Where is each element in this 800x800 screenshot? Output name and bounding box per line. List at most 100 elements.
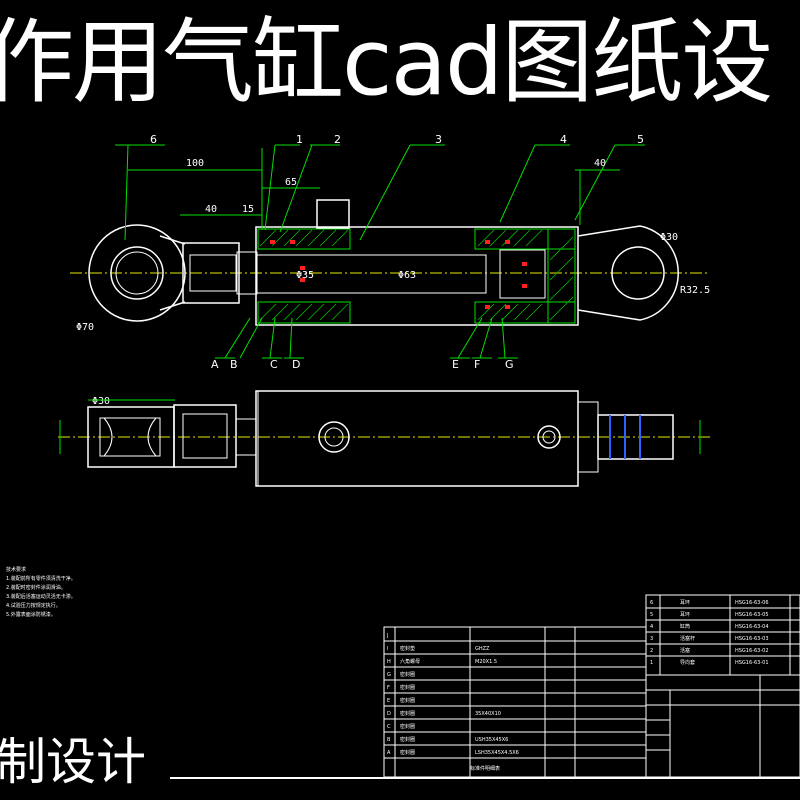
table-row: E 密封圈 xyxy=(387,697,415,704)
svg-text:M20X1.5: M20X1.5 xyxy=(475,659,497,665)
callout-6: 6 xyxy=(150,133,157,146)
table-row: B 密封圈 USH35X45X6 xyxy=(387,736,508,743)
svg-text:HSG16-63-05: HSG16-63-05 xyxy=(735,612,769,618)
parts-rows: 6 耳环 HSG16-63-06 5 耳环 HSG16-63-05 4 缸筒 HSG16-6… xyxy=(650,600,769,666)
svg-text:A: A xyxy=(387,750,391,756)
svg-text:D: D xyxy=(387,711,391,717)
leader-lines xyxy=(115,144,645,359)
table-row: 4 缸筒 HSG16-63-04 xyxy=(650,623,769,630)
dim-65: 65 xyxy=(285,177,297,188)
svg-text:耳环: 耳环 xyxy=(680,612,690,618)
dimension-texts: 100 65 40 15 40 Φ35 Φ63 Φ30 R32.5 Φ70 Φ3… xyxy=(76,158,710,407)
hatch-bottom-left xyxy=(257,301,351,324)
drawing-title: 作用气缸cad图纸设 xyxy=(0,9,773,116)
svg-text:HSG16-63-06: HSG16-63-06 xyxy=(735,600,769,606)
cylinder-body-outline xyxy=(255,390,579,487)
table-row: J xyxy=(386,633,388,639)
port-circle-inner xyxy=(324,427,344,447)
air-port xyxy=(316,199,350,229)
note-item: 3.装配后活塞运动灵活无卡滞。 xyxy=(6,594,76,600)
svg-text:3: 3 xyxy=(650,636,653,642)
rear-port-circle xyxy=(537,425,561,449)
bottom-rule xyxy=(170,777,800,779)
seal-marks xyxy=(270,240,527,309)
dim-100: 100 xyxy=(186,158,204,169)
svg-text:密封圈: 密封圈 xyxy=(400,736,415,743)
svg-text:J: J xyxy=(386,633,388,639)
svg-text:F: F xyxy=(387,685,390,691)
table-row: I 密封垫 GHZZ xyxy=(387,645,490,652)
callout-2: 2 xyxy=(334,133,341,146)
svg-text:HSG16-63-03: HSG16-63-03 xyxy=(735,636,769,642)
section-label-e: E xyxy=(452,358,459,371)
table-row: H 六角螺母 M20X1.5 xyxy=(387,658,497,665)
bom-footer: 标准件明细表 xyxy=(470,765,500,772)
svg-text:2: 2 xyxy=(650,648,653,654)
svg-text:活塞杆: 活塞杆 xyxy=(680,635,695,642)
notes-title: 技术要求 xyxy=(6,567,27,573)
svg-text:LSH35X45X4.5X6: LSH35X45X4.5X6 xyxy=(475,750,519,756)
svg-text:B: B xyxy=(387,737,391,743)
svg-text:密封圈: 密封圈 xyxy=(400,697,415,704)
section-label-d: D xyxy=(292,358,300,371)
svg-text:缸筒: 缸筒 xyxy=(680,623,690,630)
left-eye-inner xyxy=(110,246,164,300)
svg-text:1: 1 xyxy=(650,660,653,666)
svg-text:密封垫: 密封垫 xyxy=(400,645,415,652)
svg-text:密封圈: 密封圈 xyxy=(400,684,415,691)
right-eye xyxy=(577,225,679,321)
lower-outside-view xyxy=(58,390,712,487)
left-eye-bore xyxy=(115,251,159,295)
svg-text:E: E xyxy=(387,698,390,704)
svg-text:6: 6 xyxy=(650,600,653,606)
table-row: F 密封圈 xyxy=(387,684,415,691)
section-label-a: A xyxy=(211,358,219,371)
svg-text:HSG16-63-04: HSG16-63-04 xyxy=(735,624,769,630)
lower-left-clevis xyxy=(87,406,175,468)
dim-15: 15 xyxy=(242,204,254,215)
dim-40-right: 40 xyxy=(594,158,606,169)
title-banner: 作用气缸cad图纸设 xyxy=(0,0,800,120)
svg-text:GHZZ: GHZZ xyxy=(475,646,490,652)
svg-text:4: 4 xyxy=(650,624,653,630)
svg-text:USH35X45X6: USH35X45X6 xyxy=(475,737,508,743)
table-row: 3 活塞杆 HSG16-63-03 xyxy=(650,635,769,642)
svg-text:六角螺母: 六角螺母 xyxy=(400,658,420,665)
dim-phi70: Φ70 xyxy=(76,322,94,333)
hatch-end-cap xyxy=(547,228,576,324)
right-eye-hole xyxy=(611,246,665,300)
svg-text:5: 5 xyxy=(650,612,653,618)
callout-3: 3 xyxy=(435,133,442,146)
dim-40-left: 40 xyxy=(205,204,217,215)
callout-5: 5 xyxy=(637,133,644,146)
dim-phi35: Φ35 xyxy=(296,270,314,281)
table-row: 5 耳环 HSG16-63-05 xyxy=(650,612,769,618)
svg-text:H: H xyxy=(387,659,391,665)
port-circle-outer xyxy=(318,421,350,453)
section-label-g: G xyxy=(505,358,514,371)
note-item: 2.装配时密封件涂润滑油。 xyxy=(6,585,66,591)
callout-4: 4 xyxy=(560,133,567,146)
svg-text:HSG16-63-01: HSG16-63-01 xyxy=(735,660,769,666)
table-row: 6 耳环 HSG16-63-06 xyxy=(650,600,769,606)
dim-r325: R32.5 xyxy=(680,285,710,296)
section-label-c: C xyxy=(270,358,278,371)
technical-notes: 技术要求 1.装配前所有零件须清洗干净。 2.装配时密封件涂润滑油。 3.装配后… xyxy=(6,566,136,620)
svg-text:I: I xyxy=(387,646,388,652)
svg-text:导向套: 导向套 xyxy=(680,659,695,666)
svg-text:耳环: 耳环 xyxy=(680,600,690,606)
svg-text:C: C xyxy=(387,724,391,730)
svg-text:活塞: 活塞 xyxy=(680,647,690,654)
upper-section-view xyxy=(70,199,710,326)
parts-table xyxy=(645,594,800,778)
svg-text:密封圈: 密封圈 xyxy=(400,710,415,717)
table-row: 1 导向套 HSG16-63-01 xyxy=(650,659,769,666)
dim-phi30-lower: Φ30 xyxy=(92,396,110,407)
left-rod-end xyxy=(182,242,240,304)
